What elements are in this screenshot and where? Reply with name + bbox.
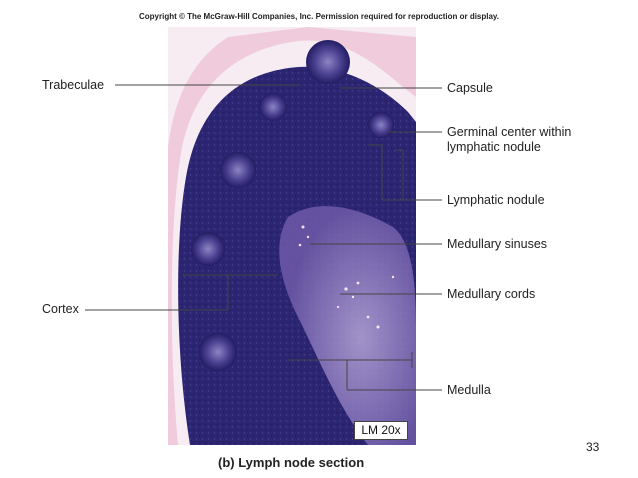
lymphatic-nodule-leader [368,144,442,201]
copyright-notice: Copyright © The McGraw-Hill Companies, I… [138,12,500,21]
capsule-tissue [168,27,416,445]
lymphatic-nodule [259,93,287,121]
medullary-cords-label: Medullary cords [447,287,536,301]
germinal-center-label-line1: Germinal center within [447,125,572,139]
germinal-center-nodule [368,112,394,138]
capsule-label: Capsule [447,81,493,95]
lymphatic-nodule [306,40,350,84]
lymph-node-micrograph [168,27,416,445]
lymphatic-nodule-label: Lymphatic nodule [447,193,545,207]
cortex-label: Cortex [42,302,79,316]
trabeculae-label: Trabeculae [42,78,105,92]
medullary-sinuses [298,225,395,329]
lymphatic-nodule [191,232,225,266]
lymphatic-nodule [199,333,237,371]
magnification-label: LM 20x [354,421,408,440]
page-number: 33 [586,440,600,454]
medullary-sinuses-label: Medullary sinuses [447,237,548,251]
medulla-region [279,206,416,445]
medulla-label: Medulla [447,383,491,397]
germinal-center-label-line2: lymphatic nodule [447,140,541,154]
figure-caption: (b) Lymph node section [218,455,365,470]
lymphatic-nodule [220,152,256,188]
